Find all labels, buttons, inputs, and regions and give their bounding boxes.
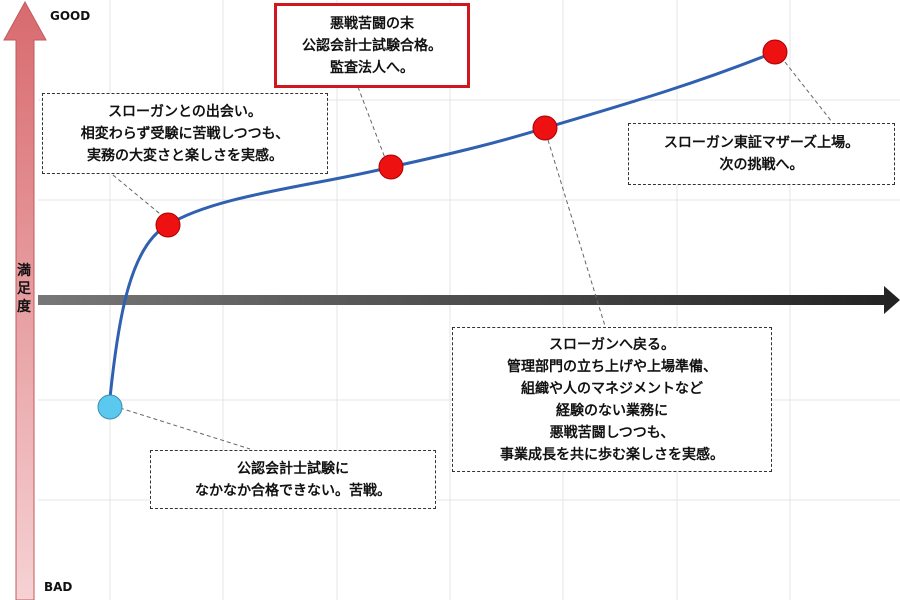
milestone-point (532, 115, 558, 141)
bad-label: BAD (44, 580, 73, 594)
callout-line: 実務の大変さと楽しさを実感。 (87, 147, 283, 164)
callout-line: 監査法人へ。 (330, 59, 414, 76)
callout-line: 悪戦苦闘しつつも、 (549, 424, 675, 441)
callout-line: スローガンへ戻る。 (549, 336, 675, 353)
y-axis-label: 満 足 度 (14, 262, 34, 316)
callout-line: 次の挑戦へ。 (719, 157, 804, 173)
good-label: GOOD (50, 9, 91, 23)
y-axis-arrow (3, 0, 47, 600)
callout-meet: スローガンとの出会い。 相変わらず受験に苦戦しつつも、 実務の大変さと楽しさを実… (42, 93, 328, 174)
y-label-char: 満 (17, 263, 31, 279)
leader-lines (112, 61, 833, 450)
callout-line: スローガン東証マザーズ上場。 (663, 135, 860, 151)
callout-line: スローガンとの出会い。 (108, 103, 262, 120)
callout-line: 公認会計士試験合格。 (302, 37, 442, 54)
callout-line: 公認会計士試験に (237, 460, 349, 477)
start-point (97, 394, 123, 420)
y-label-char: 足 (17, 281, 31, 297)
x-axis-arrow (38, 286, 900, 314)
callout-start: 公認会計士試験に なかなか合格できない。苦戦。 (150, 450, 436, 509)
y-label-char: 度 (17, 299, 31, 315)
callout-line: 相変わらず受験に苦戦しつつも、 (80, 125, 290, 142)
callout-ipo: スローガン東証マザーズ上場。 次の挑戦へ。 (628, 123, 895, 185)
callout-line: なかなか合格できない。苦戦。 (195, 482, 391, 499)
callout-line: 悪戦苦闘の末 (330, 15, 414, 32)
callout-return: スローガンへ戻る。 管理部門の立ち上げや上場準備、 組織や人のマネジメントなど … (452, 327, 772, 472)
milestone-point (155, 212, 181, 238)
callout-line: 事業成長を共に歩む楽しさを実感。 (500, 446, 724, 463)
milestone-point (762, 39, 788, 65)
callout-line: 経験のない業務に (556, 402, 668, 419)
callout-line: 組織や人のマネジメントなど (521, 380, 703, 397)
callout-line: 管理部門の立ち上げや上場準備、 (507, 358, 717, 375)
milestone-point (378, 154, 404, 180)
callout-pass: 悪戦苦闘の末 公認会計士試験合格。 監査法人へ。 (274, 3, 470, 88)
